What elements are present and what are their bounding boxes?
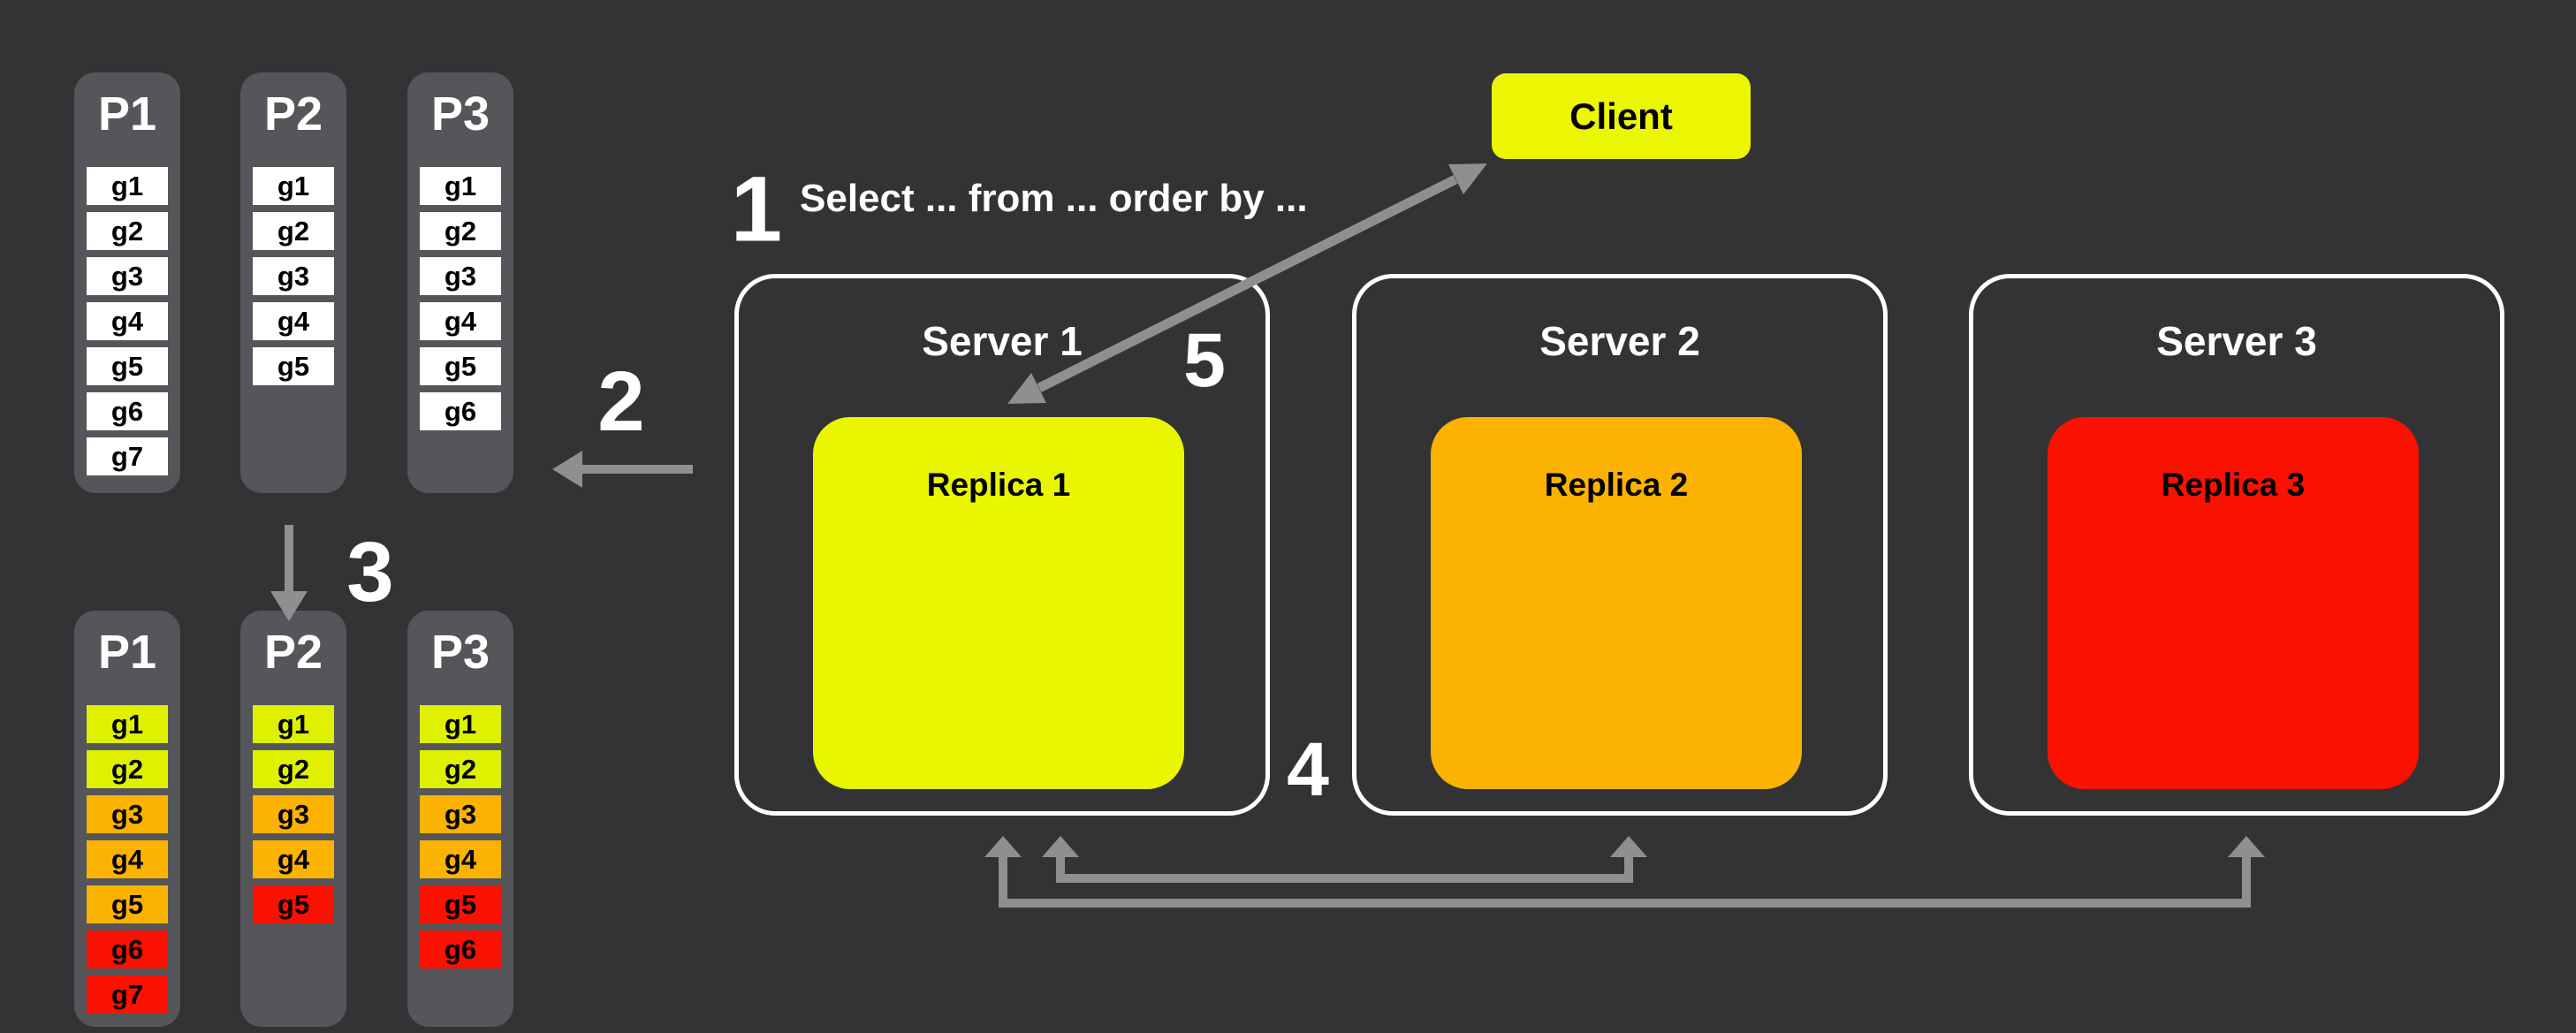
partition-cell-g4: g4 <box>253 840 334 878</box>
partition-cell-g7: g7 <box>87 437 168 475</box>
replica-box-2: Replica 2 <box>1431 417 1802 789</box>
partition-cell-g6: g6 <box>87 930 168 968</box>
server-box-3: Server 3 Replica 3 <box>1969 274 2504 816</box>
partition-cell-g5: g5 <box>420 885 501 923</box>
step3-down-arrow <box>270 525 308 621</box>
partition-cell-g3: g3 <box>87 257 168 295</box>
partition-cell-g2: g2 <box>87 750 168 788</box>
step-5-label: 5 <box>1183 318 1226 403</box>
replica-label: Replica 3 <box>2161 467 2306 503</box>
partition-cell-g3: g3 <box>253 257 334 295</box>
partition-cell-g1: g1 <box>253 705 334 743</box>
partition-cell-g5: g5 <box>87 885 168 923</box>
partition-column-p1-sorted: P1 g1 g2 g3 g4 g5 g6 g7 <box>74 611 180 1027</box>
partition-column-p2-sorted: P2 g1 g2 g3 g4 g5 <box>240 611 346 1027</box>
partition-title: P1 <box>97 87 157 141</box>
cell-list: g1 g2 g3 g4 g5 g6 <box>407 705 513 968</box>
partition-cell-g6: g6 <box>420 392 501 430</box>
partition-cell-g3: g3 <box>87 795 168 833</box>
partition-cell-g2: g2 <box>253 750 334 788</box>
partition-cell-g3: g3 <box>420 257 501 295</box>
cell-list: g1 g2 g3 g4 g5 <box>240 167 346 385</box>
partition-cell-g3: g3 <box>420 795 501 833</box>
partition-cell-g2: g2 <box>420 212 501 250</box>
query-response-arrow <box>1007 163 1487 404</box>
partition-cell-g2: g2 <box>420 750 501 788</box>
replication-arrow-server1-server3 <box>984 836 2265 908</box>
partition-cell-g4: g4 <box>420 840 501 878</box>
partition-cell-g2: g2 <box>87 212 168 250</box>
partition-cell-g5: g5 <box>253 885 334 923</box>
server-box-2: Server 2 Replica 2 <box>1352 274 1888 816</box>
partition-cell-g6: g6 <box>87 392 168 430</box>
partition-cell-g5: g5 <box>253 347 334 385</box>
partition-cell-g5: g5 <box>420 347 501 385</box>
step-1-label: 1 <box>730 157 783 262</box>
partition-cell-g7: g7 <box>87 976 168 1014</box>
partition-cell-g4: g4 <box>87 840 168 878</box>
partition-column-p2-unsorted: P2 g1 g2 g3 g4 g5 <box>240 72 346 493</box>
replication-arrow-server1-server2 <box>1042 836 1647 883</box>
client-label: Client <box>1569 95 1673 137</box>
partition-cell-g1: g1 <box>87 167 168 205</box>
step2-left-arrow <box>552 451 693 488</box>
query-text: Select ... from ... order by ... <box>800 177 1308 220</box>
step-4-label: 4 <box>1287 727 1329 812</box>
partition-column-p3-sorted: P3 g1 g2 g3 g4 g5 g6 <box>407 611 513 1027</box>
partition-cell-g1: g1 <box>420 167 501 205</box>
replica-box-1: Replica 1 <box>813 417 1184 789</box>
partition-cell-g6: g6 <box>420 930 501 968</box>
partition-cell-g5: g5 <box>87 347 168 385</box>
step-2-label: 2 <box>597 354 645 449</box>
partition-title: P3 <box>430 87 490 141</box>
partition-cell-g4: g4 <box>87 302 168 340</box>
cell-list: g1 g2 g3 g4 g5 g6 <box>407 167 513 430</box>
replica-label: Replica 1 <box>926 467 1071 503</box>
partition-cell-g2: g2 <box>253 212 334 250</box>
partition-column-p3-unsorted: P3 g1 g2 g3 g4 g5 g6 <box>407 72 513 493</box>
server-label: Server 3 <box>2156 318 2317 364</box>
partition-cell-g1: g1 <box>87 705 168 743</box>
partition-cell-g1: g1 <box>253 167 334 205</box>
partition-cell-g4: g4 <box>420 302 501 340</box>
partition-title: P1 <box>97 626 157 679</box>
partition-cell-g3: g3 <box>253 795 334 833</box>
replica-label: Replica 2 <box>1544 467 1689 503</box>
partition-title: P2 <box>263 87 323 141</box>
cell-list: g1 g2 g3 g4 g5 <box>240 705 346 923</box>
cell-list: g1 g2 g3 g4 g5 g6 g7 <box>74 705 180 1014</box>
replica-box-3: Replica 3 <box>2048 417 2419 789</box>
cell-list: g1 g2 g3 g4 g5 g6 g7 <box>74 167 180 475</box>
server-label: Server 2 <box>1539 318 1700 364</box>
partition-title: P3 <box>430 626 490 679</box>
server-box-1: Server 1 Replica 1 <box>734 274 1270 816</box>
partition-column-p1-unsorted: P1 g1 g2 g3 g4 g5 g6 g7 <box>74 72 180 493</box>
partition-cell-g4: g4 <box>253 302 334 340</box>
partition-title: P2 <box>263 626 323 679</box>
partition-cell-g1: g1 <box>420 705 501 743</box>
client-box: Client <box>1492 73 1751 159</box>
step-3-label: 3 <box>346 525 394 619</box>
server-label: Server 1 <box>922 318 1083 364</box>
